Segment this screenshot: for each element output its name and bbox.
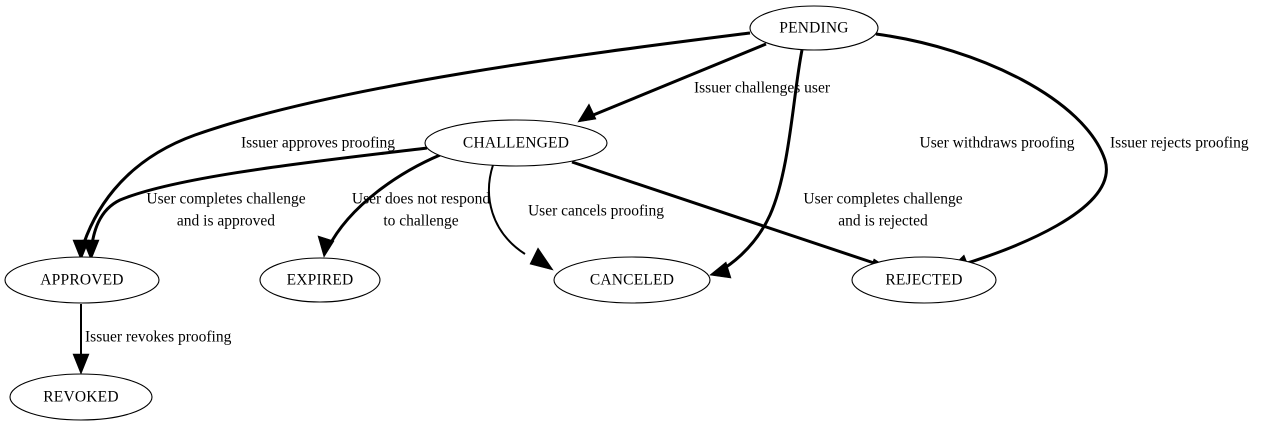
edge-challenged-to-canceled-path bbox=[487, 164, 526, 255]
node-rejected[interactable]: REJECTED bbox=[851, 256, 997, 304]
node-canceled[interactable]: CANCELED bbox=[553, 256, 711, 304]
node-expired-label: EXPIRED bbox=[287, 272, 354, 289]
node-pending-label: PENDING bbox=[779, 20, 848, 37]
edge-approved-to-revoked-arrowhead bbox=[72, 353, 90, 375]
edge-pending-to-canceled-path bbox=[717, 49, 804, 274]
edge-label-user-completes-challenge-approved-line1: User completes challenge bbox=[146, 191, 305, 208]
edge-approved-to-revoked bbox=[72, 304, 90, 375]
node-revoked-label: REVOKED bbox=[43, 389, 118, 406]
edge-challenged-to-approved bbox=[82, 146, 428, 261]
edge-challenged-to-rejected-path bbox=[571, 160, 881, 267]
edge-label-user-does-not-respond-line2: to challenge bbox=[383, 213, 458, 230]
node-canceled-label: CANCELED bbox=[590, 272, 674, 289]
edge-label-user-completes-challenge-rejected-line1: User completes challenge bbox=[803, 191, 962, 208]
edge-pending-to-approved-path bbox=[79, 31, 751, 253]
edge-label-issuer-rejects-proofing: Issuer rejects proofing bbox=[1110, 135, 1249, 152]
edge-pending-to-challenged-arrowhead bbox=[577, 103, 597, 123]
edge-label-user-completes-challenge-approved-line2: and is approved bbox=[177, 213, 275, 230]
node-pending-ellipse[interactable] bbox=[749, 5, 879, 51]
node-pending[interactable]: PENDING bbox=[749, 5, 879, 51]
edge-pending-to-challenged-path bbox=[585, 42, 767, 120]
node-expired-ellipse[interactable] bbox=[259, 257, 381, 303]
edge-pending-to-canceled bbox=[709, 49, 804, 279]
edge-label-user-withdraws-proofing: User withdraws proofing bbox=[920, 135, 1075, 152]
node-challenged[interactable]: CHALLENGED bbox=[424, 119, 608, 167]
node-challenged-label: CHALLENGED bbox=[463, 135, 569, 152]
node-canceled-ellipse[interactable] bbox=[553, 256, 711, 304]
node-approved-label: APPROVED bbox=[40, 272, 123, 289]
edge-label-user-completes-challenge-rejected-line2: and is rejected bbox=[838, 213, 928, 230]
edge-pending-to-rejected bbox=[875, 32, 1108, 271]
node-rejected-label: REJECTED bbox=[885, 272, 962, 289]
edge-challenged-to-canceled-arrowhead bbox=[529, 247, 554, 271]
edge-label-issuer-challenges-user: Issuer challenges user bbox=[694, 80, 831, 97]
edge-challenged-to-canceled bbox=[487, 164, 554, 271]
node-rejected-ellipse[interactable] bbox=[851, 256, 997, 304]
edge-challenged-to-expired-arrowhead bbox=[317, 235, 335, 258]
edge-challenged-to-approved-path bbox=[89, 146, 428, 253]
node-expired[interactable]: EXPIRED bbox=[259, 257, 381, 303]
node-revoked-ellipse[interactable] bbox=[9, 373, 153, 421]
node-revoked[interactable]: REVOKED bbox=[9, 373, 153, 421]
edge-challenged-to-approved-arrowhead bbox=[82, 239, 100, 261]
edge-pending-to-rejected-path bbox=[875, 32, 1108, 268]
edge-pending-to-canceled-arrowhead bbox=[709, 261, 732, 279]
edge-challenged-to-expired bbox=[317, 153, 441, 258]
edge-challenged-to-expired-path bbox=[326, 153, 441, 249]
edge-label-issuer-revokes-proofing: Issuer revokes proofing bbox=[85, 329, 232, 346]
edge-label-user-cancels-proofing: User cancels proofing bbox=[528, 203, 664, 220]
node-approved[interactable]: APPROVED bbox=[4, 256, 160, 304]
node-approved-ellipse[interactable] bbox=[4, 256, 160, 304]
edge-label-user-does-not-respond-line1: User does not respond bbox=[352, 191, 490, 208]
edge-label-issuer-approves-proofing: Issuer approves proofing bbox=[241, 135, 395, 152]
edge-pending-to-challenged bbox=[577, 42, 767, 123]
node-challenged-ellipse[interactable] bbox=[424, 119, 608, 167]
